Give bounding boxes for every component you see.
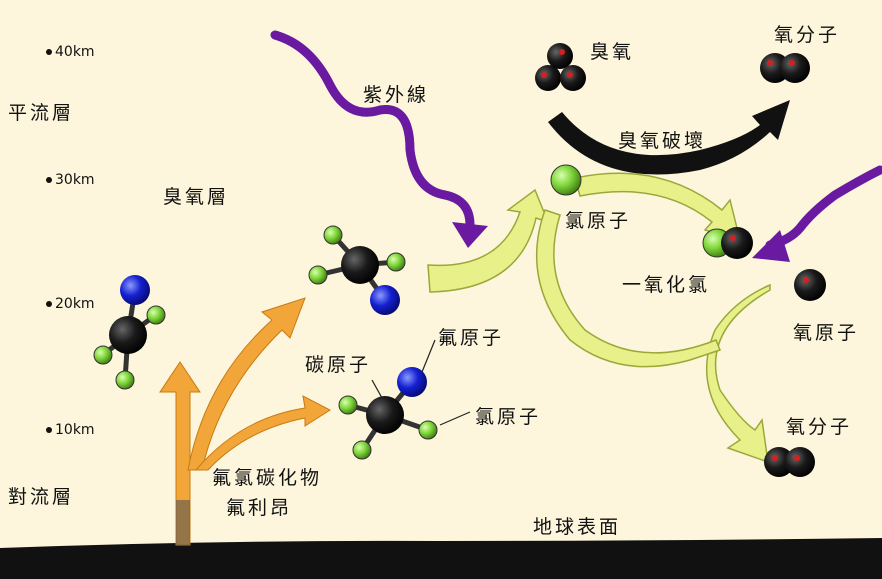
- altitude-30km: 30km: [46, 172, 95, 188]
- uv-arrowhead-left: [452, 222, 488, 248]
- chlorine-monoxide-label: 一氧化氯: [622, 274, 711, 296]
- chlorine-atom: [93, 345, 113, 365]
- uv-ray-right: [765, 165, 882, 250]
- altitude-dot: [46, 427, 52, 433]
- altitude-label: 30km: [55, 172, 95, 188]
- chlorine-atom-cfc-label: 氯原子: [475, 406, 542, 428]
- altitude-dot: [46, 49, 52, 55]
- cfc-molecule-b: [308, 225, 406, 315]
- cfc-molecule-a: [93, 275, 166, 390]
- altitude-label: 40km: [55, 44, 95, 60]
- fluorine-atom: [120, 275, 150, 305]
- ozone-label: 臭氧: [590, 41, 635, 63]
- chlorine-atom: [352, 440, 372, 460]
- fluorine-atom: [397, 367, 427, 397]
- freon-label: 氟利昂: [226, 497, 293, 519]
- altitude-label: 10km: [55, 422, 95, 438]
- chlorine-atom: [418, 420, 438, 440]
- altitude-dot: [46, 177, 52, 183]
- ozone-destruction-label: 臭氧破壞: [618, 130, 707, 152]
- cfc-rising-arrows: [159, 297, 331, 546]
- ozone-layer-label: 臭氧層: [163, 186, 230, 208]
- troposphere-label: 對流層: [8, 486, 75, 508]
- carbon-atom-label: 碳原子: [305, 354, 372, 376]
- callout-lines: [371, 339, 471, 426]
- chlorine-atom: [323, 225, 343, 245]
- oxygen-molecule-top: [760, 53, 810, 83]
- oxygen-molecule-bottom: [764, 447, 815, 477]
- cfc-molecule-c: [338, 367, 438, 460]
- altitude-40km: 40km: [46, 44, 95, 60]
- chlorine-atom: [338, 395, 358, 415]
- carbon-atom: [109, 316, 147, 354]
- fluorine-atom: [370, 285, 400, 315]
- trunk-shadow: [176, 500, 190, 545]
- chlorine-atom-cycle-label: 氯原子: [565, 210, 632, 232]
- carbon-atom: [366, 396, 404, 434]
- chlorine-monoxide-molecule: [702, 227, 753, 259]
- earth-surface-ground: [0, 538, 882, 579]
- ozone-destruction-arrow: [548, 100, 790, 175]
- chlorine-atom: [146, 305, 166, 325]
- cfc-label: 氟氯碳化物: [212, 467, 323, 489]
- chlorine-cycle-arrows: [427, 172, 771, 464]
- free-chlorine-atom: [550, 164, 582, 196]
- altitude-dot: [46, 301, 52, 307]
- chlorine-atom: [115, 370, 135, 390]
- earth-surface-label: 地球表面: [533, 516, 622, 538]
- uv-ray-left: [270, 30, 475, 230]
- uv-label: 紫外線: [363, 84, 430, 106]
- altitude-10km: 10km: [46, 422, 95, 438]
- altitude-label: 20km: [55, 296, 95, 312]
- carbon-atom: [341, 246, 379, 284]
- oxygen-atom: [794, 269, 826, 301]
- altitude-20km: 20km: [46, 296, 95, 312]
- chlorine-atom: [308, 265, 328, 285]
- uv-arrowhead-right: [752, 230, 790, 262]
- oxygen-molecule-bottom-label: 氧分子: [786, 416, 853, 438]
- ozone-molecule: [535, 43, 586, 91]
- fluorine-atom-label: 氟原子: [438, 327, 505, 349]
- oxygen-molecule-top-label: 氧分子: [774, 24, 841, 46]
- chlorine-atom: [386, 252, 406, 272]
- stratosphere-label: 平流層: [8, 102, 75, 124]
- oxygen-atom-label: 氧原子: [793, 322, 860, 344]
